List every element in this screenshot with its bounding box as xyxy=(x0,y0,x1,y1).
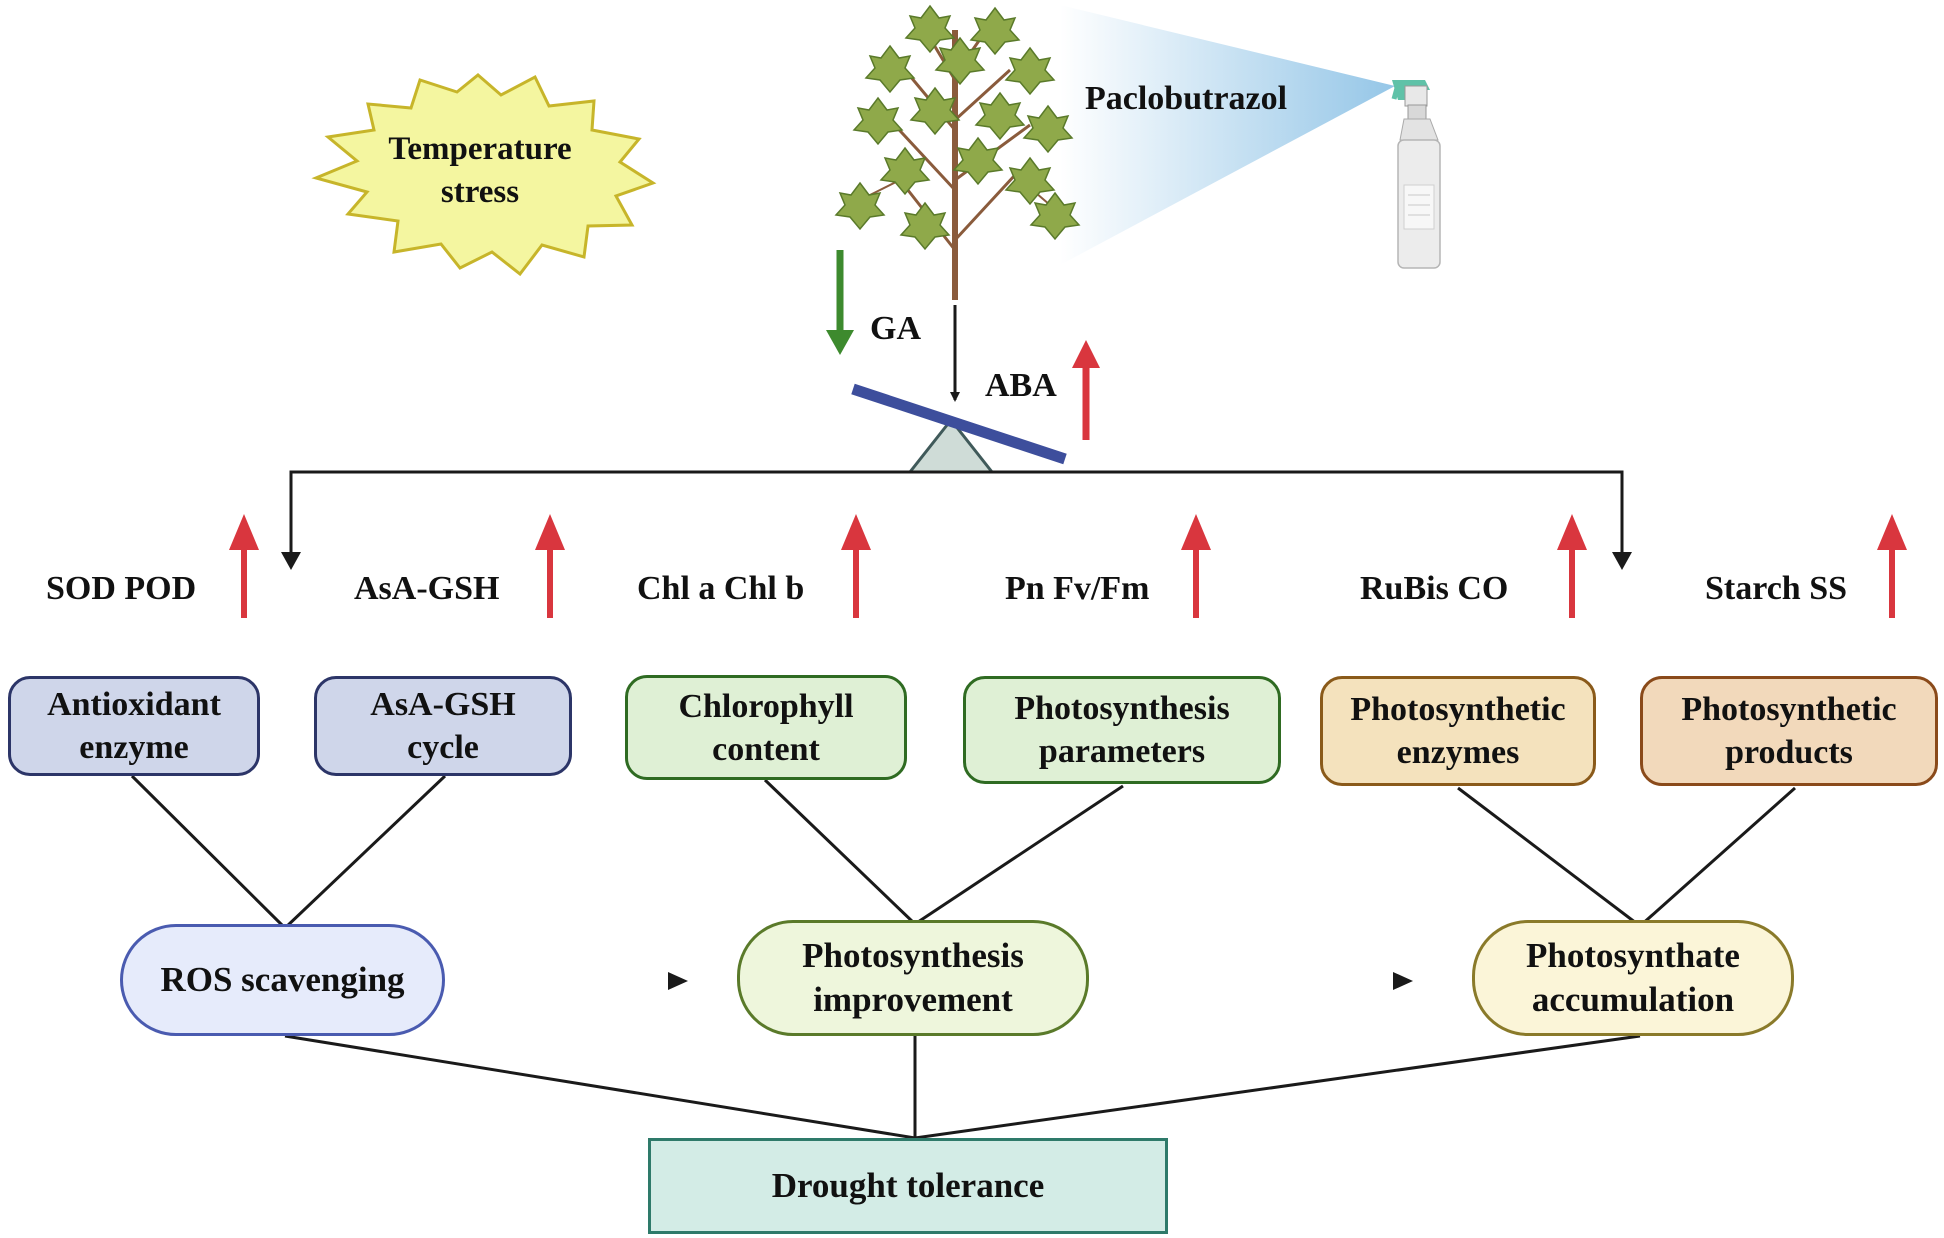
outcome-ros-scavenging: ROS scavenging xyxy=(120,924,445,1036)
category-line2: cycle xyxy=(407,729,479,766)
outcome-photosynthesis-improvement: Photosynthesis improvement xyxy=(737,920,1089,1036)
distribution-arrow-left xyxy=(281,552,301,570)
tree-icon xyxy=(834,4,1081,300)
stress-label-line1: Temperature xyxy=(388,131,572,167)
distribution-connector xyxy=(289,470,1624,565)
seesaw-beam xyxy=(851,383,1067,465)
spray-cone xyxy=(1060,5,1395,265)
indicator-label-sod-pod: SOD POD xyxy=(46,570,197,607)
indicator-label-starch-ss: Starch SS xyxy=(1705,570,1848,607)
drought-tolerance-box: Drought tolerance xyxy=(648,1138,1168,1234)
aba-up-arrow-head xyxy=(1072,340,1100,368)
category-line2: enzyme xyxy=(79,729,189,766)
category-line1: AsA-GSH xyxy=(370,686,516,723)
category-line1: Chlorophyll xyxy=(678,687,854,725)
distribution-arrow-right xyxy=(1612,552,1632,570)
category-line1: Photosynthetic xyxy=(1350,691,1566,728)
category-box-photosynthetic-products: Photosynthetic products xyxy=(1640,676,1938,786)
category-box-antioxidant-enzyme: Antioxidant enzyme xyxy=(8,676,260,776)
aba-label: ABA xyxy=(985,367,1057,404)
indicator-label-chl: Chl a Chl b xyxy=(637,570,805,607)
ga-down-arrow-head xyxy=(826,330,854,355)
outcome-connectors xyxy=(284,1034,1641,1140)
category-box-photosynthetic-enzymes: Photosynthetic enzymes xyxy=(1320,676,1596,786)
indicator-up-arrows xyxy=(229,514,1907,618)
category-connectors xyxy=(130,774,1796,930)
outcome-line1: ROS scavenging xyxy=(160,960,405,999)
category-line1: Photosynthesis xyxy=(1014,690,1230,727)
ga-label: GA xyxy=(870,310,921,347)
outcome-line1: Photosynthesis xyxy=(802,936,1024,975)
indicator-label-asa-gsh: AsA-GSH xyxy=(354,570,500,607)
outcome-line2: improvement xyxy=(813,980,1013,1019)
outcome-line1: Photosynthate xyxy=(1526,936,1740,975)
indicator-label-pn-fvfm: Pn Fv/Fm xyxy=(1005,570,1150,607)
stress-label: Temperature stress xyxy=(360,128,600,214)
category-box-photosynthesis-parameters: Photosynthesis parameters xyxy=(963,676,1281,784)
outcome-photosynthate-accumulation: Photosynthate accumulation xyxy=(1472,920,1794,1036)
stress-starburst xyxy=(311,73,657,277)
category-line2: content xyxy=(712,730,820,768)
category-line2: enzymes xyxy=(1396,734,1520,771)
category-line2: parameters xyxy=(1038,733,1206,770)
category-line2: products xyxy=(1725,734,1853,771)
category-box-asa-gsh-cycle: AsA-GSH cycle xyxy=(314,676,572,776)
indicator-label-rubisco: RuBis CO xyxy=(1360,570,1509,607)
outcome-line2: accumulation xyxy=(1531,980,1735,1019)
flow-arrow-2-head xyxy=(1393,972,1413,990)
stress-label-line2: stress xyxy=(440,174,520,210)
flow-arrow-1-head xyxy=(668,972,688,990)
spray-bottle-icon xyxy=(1391,80,1441,269)
drought-tolerance-label: Drought tolerance xyxy=(771,1166,1045,1205)
paclobutrazol-label: Paclobutrazol xyxy=(1085,80,1288,117)
category-line1: Antioxidant xyxy=(47,686,221,723)
category-box-chlorophyll-content: Chlorophyll content xyxy=(625,675,907,780)
category-line1: Photosynthetic xyxy=(1681,691,1897,728)
